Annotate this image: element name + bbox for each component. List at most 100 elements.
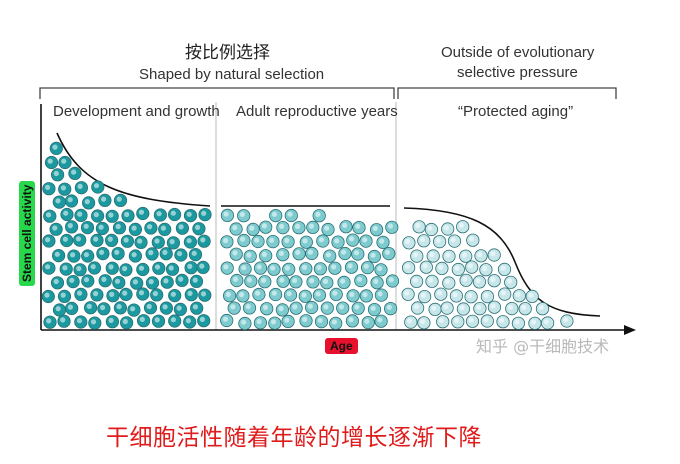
stem-cell-highlight [323,304,329,310]
stem-cell-highlight [318,237,325,243]
watermark: 知乎 @干细胞技术 [476,337,610,356]
stem-cell-highlight [177,251,183,257]
stem-cell-highlight [453,317,460,324]
stem-cell-highlight [47,158,53,164]
stem-cell-highlight [108,212,114,218]
stem-cell-highlight [246,252,252,258]
stem-cell-highlight [420,318,426,325]
stem-cell-highlight [187,290,193,296]
stem-cell-highlight [331,319,337,325]
stem-cell-highlight [404,263,410,269]
stem-cell-highlight [507,304,514,310]
stem-cell-highlight [246,277,253,283]
stem-cell-highlight [331,264,337,270]
stem-cell-highlight [55,198,61,204]
stem-cell-highlight [324,225,330,231]
stem-cell-highlight [316,264,322,271]
stem-cell-highlight [458,222,464,228]
stem-cell-highlight [90,264,96,270]
stem-cell-highlight [443,304,449,310]
stem-cell-highlight [185,318,191,324]
stem-cell-highlight [261,223,267,229]
stem-cell-highlight [61,158,67,164]
stem-cell-highlight [292,304,298,310]
top-title-cn: 按比例选择 [185,43,270,63]
stem-cell-highlight [438,317,444,323]
stem-cell-highlight [131,225,137,231]
stem-cell-highlight [122,266,128,272]
stem-cell-highlight [477,251,483,258]
stem-cell-highlight [163,278,169,284]
stem-cell-highlight [108,264,114,270]
stem-cell-highlight [322,278,329,284]
stem-cell-highlight [476,304,482,310]
stem-cell-highlight [93,212,99,218]
stem-cell-highlight [170,291,176,297]
stem-cell-highlight [240,236,246,242]
stem-cell-highlight [241,319,247,325]
stem-cell-highlight [162,249,168,255]
stem-cell-highlight [69,277,75,283]
bracket-natural-selection [39,87,395,99]
stem-cell-highlight [45,264,51,270]
stem-cell-highlight [452,292,458,298]
stem-cell-highlight [404,290,410,296]
stem-cell-highlight [438,264,444,270]
stem-cell-highlight [176,305,182,311]
stem-cell-highlight [84,199,90,205]
stem-cell-highlight [54,251,60,257]
stem-cell-highlight [279,223,285,229]
stem-cell-highlight [443,225,449,231]
stem-cell-highlight [108,317,114,323]
stem-cell-highlight [372,225,378,231]
stem-cell-highlight [377,317,383,323]
stem-cell-highlight [515,291,521,297]
stem-cell-highlight [315,291,321,297]
stem-cell-highlight [53,170,59,177]
cells-development [41,141,212,330]
stem-cell-highlight [114,278,121,284]
stem-cell-highlight [295,223,301,229]
stem-cell-highlight [363,263,369,269]
stem-cell-highlight [500,265,506,271]
stem-cell-highlight [379,238,385,244]
cells-protected-aging [401,220,574,330]
stem-cell-highlight [292,277,298,284]
stem-cell-highlight [186,238,192,244]
stem-cell-highlight [482,265,488,271]
stem-cell-highlight [422,263,428,269]
stem-cell-highlight [116,196,122,202]
stem-cell-highlight [90,319,97,325]
stem-cell-highlight [154,317,160,323]
stem-cell-highlight [223,211,229,217]
stem-cell-highlight [70,252,76,258]
stem-cell-highlight [239,211,245,217]
stem-cell-highlight [445,252,451,258]
stem-cell-highlight [317,317,323,323]
stem-cell-highlight [60,317,66,323]
stem-cell-highlight [284,317,290,323]
stem-cell-highlight [138,290,145,296]
stem-cell-highlight [199,263,205,269]
stem-cell-highlight [307,249,314,255]
stem-cell-highlight [347,263,353,269]
stem-cell-highlight [138,265,145,271]
stem-cell-highlight [454,265,460,271]
stem-cell-highlight [77,290,83,296]
stem-cell-highlight [200,291,207,297]
stem-cell-highlight [483,317,489,323]
stem-cell-highlight [146,303,152,310]
stem-cell-highlight [100,304,106,311]
stem-cell-highlight [83,223,89,229]
stem-cell-highlight [370,252,376,258]
stem-cell-highlight [132,279,138,285]
stem-cell-highlight [122,290,128,296]
stem-cell-highlight [195,224,201,230]
stem-cell-highlight [77,211,83,217]
stem-cell-highlight [160,225,166,231]
stem-cell-highlight [201,210,207,216]
stem-cell-highlight [148,250,154,256]
y-axis-label: Stem cell activity [19,180,35,286]
stem-cell-highlight [413,304,419,310]
